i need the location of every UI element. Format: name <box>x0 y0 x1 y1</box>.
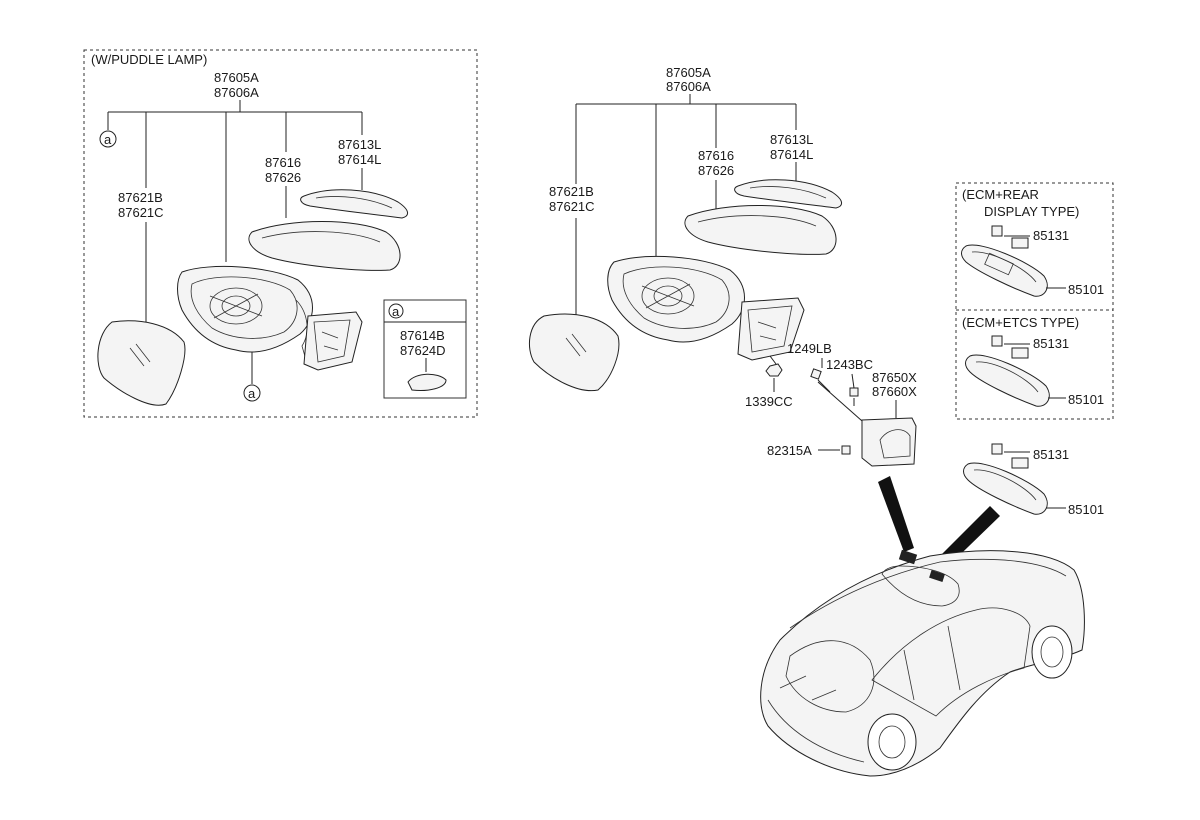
ecm-etcs-cover-label: 85131 <box>1033 336 1069 351</box>
left-ref-marker-top: a <box>99 130 117 148</box>
center-screw-label: 82315A <box>767 443 812 458</box>
ecm-rear-cover-label: 85131 <box>1033 228 1069 243</box>
left-mirror-housing <box>177 266 313 361</box>
center-mirror-glass <box>528 313 620 392</box>
ecm-etcs-title: (ECM+ETCS TYPE) <box>962 315 1079 330</box>
left-lamp-label-2: 87614L <box>338 152 381 167</box>
mirror-location-1 <box>898 549 918 565</box>
svg-text:a: a <box>392 304 400 319</box>
mirror-location-2 <box>929 570 945 582</box>
svg-text:a: a <box>104 132 112 147</box>
ecm-rear-title-1: (ECM+REAR <box>962 187 1039 202</box>
center-lamp-label-2: 87614L <box>770 147 813 162</box>
ecm-rear-mirror <box>961 244 1066 297</box>
standard-mount-cover <box>991 443 1030 469</box>
center-glass-reflection <box>565 333 587 357</box>
center-bolt2 <box>849 373 859 406</box>
ecm-etcs-mirror-label: 85101 <box>1068 392 1104 407</box>
center-cover-panel-label-1: 87650X <box>872 370 917 385</box>
inset-part-label-1: 87614B <box>400 328 445 343</box>
puddle-lamp-group-title: (W/PUDDLE LAMP) <box>91 52 207 67</box>
left-ref-marker-bottom: a <box>243 384 261 402</box>
ecm-rear-mirror-label: 85101 <box>1068 282 1104 297</box>
ecm-options-frame <box>955 182 1114 420</box>
center-nut-label: 1339CC <box>745 394 793 409</box>
standard-cover-label: 85131 <box>1033 447 1069 462</box>
left-glass-label-2: 87621C <box>118 205 164 220</box>
center-glass-label-2: 87621C <box>549 199 595 214</box>
inset-a-box <box>383 299 467 399</box>
left-mirror-base <box>303 311 363 371</box>
side-windows <box>871 607 1031 717</box>
center-nut <box>765 355 783 392</box>
center-scalp-cover <box>684 205 837 255</box>
left-scalp-cover <box>248 221 401 271</box>
center-mirror-base <box>737 297 805 361</box>
center-mirror-housing <box>607 255 745 343</box>
left-puddle-lamp <box>300 189 408 219</box>
left-assembly-label-2: 87606A <box>214 85 259 100</box>
center-puddle-lamp <box>734 179 842 209</box>
ecm-etcs-mirror <box>965 354 1066 407</box>
ecm-rear-mount-cover <box>991 225 1030 249</box>
center-cover-panel-label-2: 87660X <box>872 384 917 399</box>
suv-vehicle <box>760 549 1085 777</box>
center-leader-lines <box>575 94 797 320</box>
center-lamp-label-1: 87613L <box>770 132 813 147</box>
sunroof <box>881 565 960 607</box>
rear-window <box>785 640 875 713</box>
center-assembly-label-1: 87605A <box>666 65 711 80</box>
center-cover-label-1: 87616 <box>698 148 734 163</box>
left-cover-label-1: 87616 <box>265 155 301 170</box>
center-cover-label-2: 87626 <box>698 163 734 178</box>
center-bolt2-label: 1243BC <box>826 357 873 372</box>
rear-wheel <box>867 713 917 771</box>
center-assembly-line <box>817 381 871 429</box>
inset-ref-marker: a <box>388 303 404 319</box>
left-cover-label-2: 87626 <box>265 170 301 185</box>
left-lamp-label-1: 87613L <box>338 137 381 152</box>
standard-mirror-label: 85101 <box>1068 502 1104 517</box>
inset-part-label-2: 87624D <box>400 343 446 358</box>
ecm-rear-title-2: DISPLAY TYPE) <box>984 204 1079 219</box>
inset-lamp-lens <box>407 373 447 391</box>
left-assembly-label-1: 87605A <box>214 70 259 85</box>
center-assembly-label-2: 87606A <box>666 79 711 94</box>
puddle-lamp-group-frame <box>83 49 478 418</box>
center-cover-panel <box>861 417 917 467</box>
left-glass-label-1: 87621B <box>118 190 163 205</box>
svg-text:a: a <box>248 386 256 401</box>
standard-mirror <box>963 462 1066 515</box>
center-bolt1 <box>810 368 831 393</box>
ecm-etcs-mount-cover <box>991 335 1030 359</box>
center-bolt1-label: 1249LB <box>787 341 832 356</box>
left-leader-lines <box>107 100 363 384</box>
front-wheel <box>1031 625 1073 679</box>
center-screw <box>841 445 851 455</box>
left-glass-reflection <box>129 343 151 367</box>
center-glass-label-1: 87621B <box>549 184 594 199</box>
